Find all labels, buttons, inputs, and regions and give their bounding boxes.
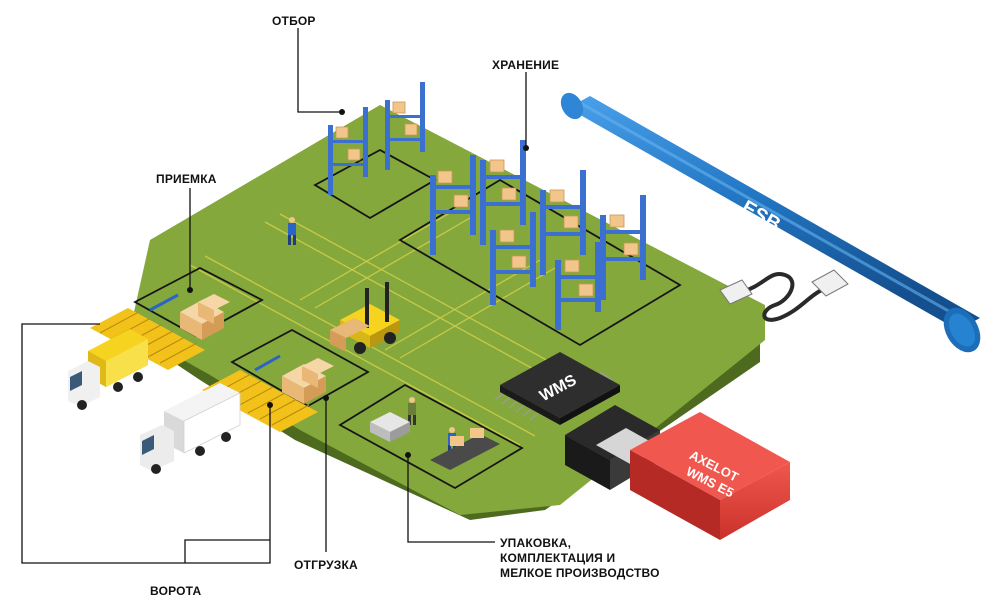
box-stack-priemka [180,294,230,340]
rj45-plug-icon [719,279,753,305]
truck-yellow-icon [68,329,148,410]
arrow-icon [149,293,179,312]
rack [328,107,368,195]
zone-priemka [133,266,264,338]
label-otbor: ОТБОР [272,14,316,28]
conveyor-icon [430,428,500,470]
label-otgruzka: ОТГРУЗКА [294,558,358,572]
label-upakovka-line1: УПАКОВКА, [500,536,572,550]
rack [385,82,425,170]
wms-chip: WMS [494,352,620,425]
rack [600,195,646,300]
box-stack-otgruzka [282,358,334,404]
label-upakovka: УПАКОВКА, КОМПЛЕКТАЦИЯ И МЕЛКОЕ ПРОИЗВОД… [500,536,720,581]
usb-stick: AXELOT WMS E5 [565,405,790,540]
rack [490,212,536,305]
ethernet-cable [719,269,849,322]
rack [430,155,476,255]
label-hranenie: ХРАНЕНИЕ [492,58,560,72]
truck-white-icon [140,383,241,474]
worker-icon [408,397,416,425]
storage-racks [328,82,646,330]
label-upakovka-line3: МЕЛКОЕ ПРОИЗВОДСТВО [500,566,660,580]
label-upakovka-line2: КОМПЛЕКТАЦИЯ И [500,551,616,565]
label-priemka: ПРИЕМКА [156,172,217,186]
zone-upakovka [338,383,524,490]
packing-table-icon [370,412,410,442]
worker-icon [288,217,296,245]
forklift-icon [330,282,400,354]
arrow-icon [254,354,281,372]
rj45-plug-icon [811,269,849,297]
esb-pipe: ESB [560,92,981,353]
rack [540,170,586,275]
leader-dots [187,109,529,458]
rack [480,140,526,245]
label-vorota: ВОРОТА [150,584,202,598]
leader-lines [21,28,527,564]
rack [555,242,601,330]
